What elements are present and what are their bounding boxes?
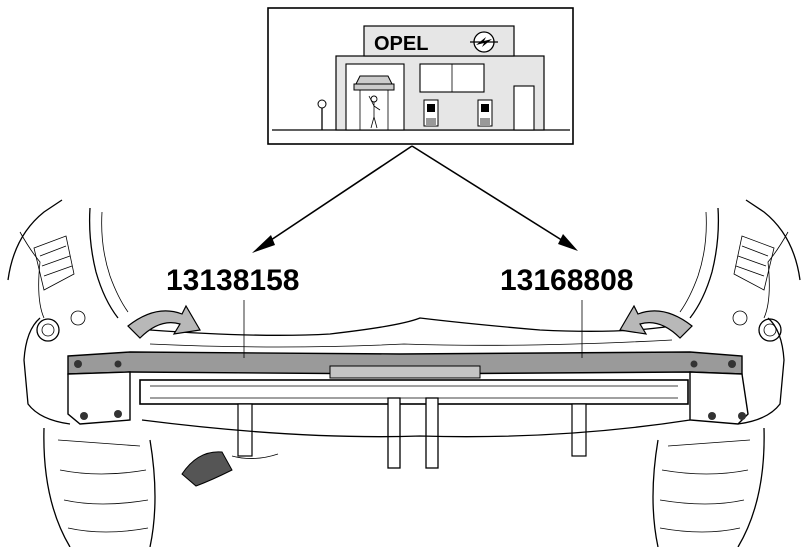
vehicle-rear	[7, 199, 801, 425]
dealer-inset: OPEL	[267, 7, 574, 145]
tailgate-lower-edge	[149, 317, 673, 336]
tailgate-opening-left	[88, 207, 119, 319]
mechanic-figure-icon	[368, 95, 381, 129]
beam-centre-cap	[329, 365, 481, 379]
brand-name-text: OPEL	[374, 33, 428, 55]
install-direction-arrows	[127, 304, 693, 339]
bumper-reinforcement-beam	[67, 300, 749, 425]
left-reflector	[36, 310, 86, 342]
fuel-pump-icon	[423, 99, 439, 127]
callout-arrows	[252, 145, 578, 253]
arrow-left-line	[261, 145, 413, 247]
beam-lower-bar	[139, 379, 689, 405]
sign-post-icon	[317, 99, 327, 130]
part-number-right: 13168808	[500, 264, 633, 297]
part-number-left: 13138158	[166, 264, 299, 297]
mounting-bolt-icon	[74, 360, 746, 420]
arrow-right-head	[558, 234, 578, 251]
right-mounting-bracket	[689, 371, 749, 425]
tow-post-left	[387, 397, 401, 469]
left-light-cluster	[33, 235, 75, 291]
lower-valance	[141, 419, 691, 438]
left-mounting-bracket	[67, 371, 131, 425]
parts-box-icon	[477, 99, 493, 127]
left-tyre	[43, 427, 156, 547]
body-outline-right	[745, 199, 801, 281]
arrow-left-head	[252, 235, 275, 253]
tailgate-opening-right	[689, 207, 720, 319]
underbody	[43, 397, 765, 547]
body-outline-left	[7, 199, 63, 281]
right-light-cluster	[733, 235, 775, 291]
car-on-lift-icon	[353, 75, 395, 130]
dealer-door	[513, 85, 535, 131]
opel-blitz-logo-icon	[470, 31, 498, 53]
tow-post-right	[425, 397, 439, 469]
right-reflector	[732, 310, 782, 342]
exhaust-pipe	[181, 451, 233, 487]
arrow-right-line	[411, 145, 569, 245]
curved-arrow-left-icon	[127, 304, 201, 339]
curved-arrow-right-icon	[619, 304, 693, 339]
right-tyre	[652, 427, 765, 547]
